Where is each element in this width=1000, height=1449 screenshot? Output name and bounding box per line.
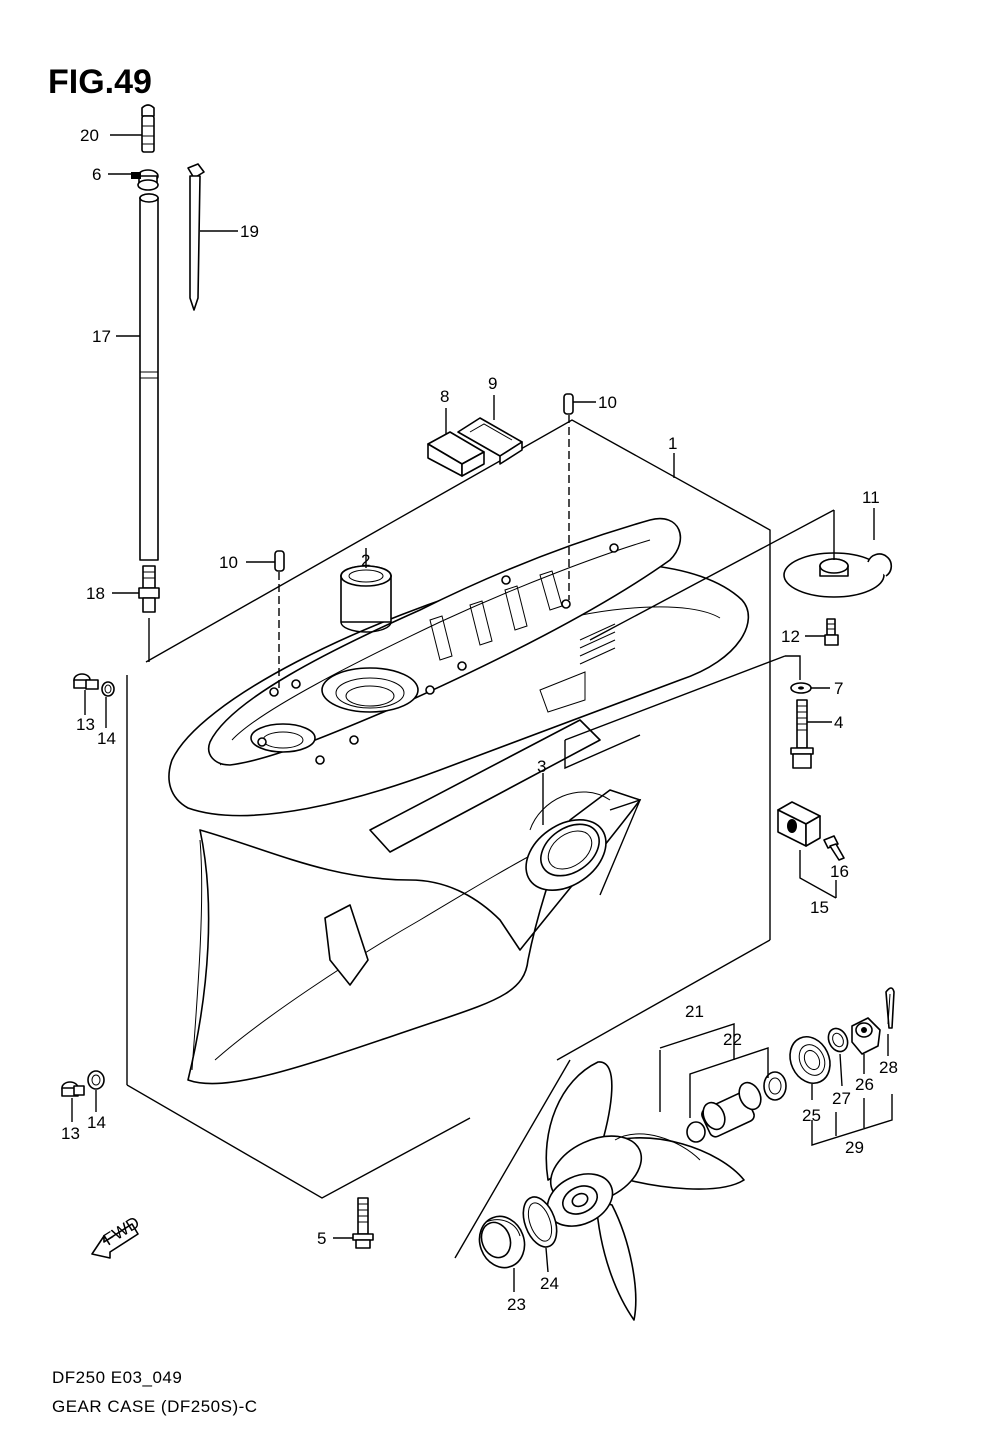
leader-24 — [545, 1247, 549, 1273]
callout-14-upper: 14 — [97, 729, 116, 748]
callout-29: 29 — [845, 1138, 864, 1157]
figure-title: FIG.49 — [48, 63, 152, 101]
forward-arrow-icon: FWD — [91, 1213, 143, 1259]
part-12-bolt — [824, 618, 839, 646]
callout-3: 3 — [537, 757, 546, 776]
part-17-water-tube — [139, 193, 159, 561]
part-3-seal — [525, 791, 611, 892]
callout-10-right: 10 — [598, 393, 617, 412]
part-1-gear-case — [168, 517, 750, 1085]
callout-7: 7 — [834, 679, 843, 698]
part-19-cable-tie — [187, 163, 205, 311]
part-16-screw — [823, 835, 845, 861]
callout-labels: 20 6 19 17 18 8 9 10 1 11 10 2 12 7 4 13… — [61, 126, 898, 1314]
part-23-thrust-washer — [478, 1215, 526, 1269]
callout-5: 5 — [317, 1229, 326, 1248]
callout-10-left: 10 — [219, 553, 238, 572]
callout-28: 28 — [879, 1058, 898, 1077]
callout-9: 9 — [488, 374, 497, 393]
callout-17: 17 — [92, 327, 111, 346]
callout-25: 25 — [802, 1106, 821, 1125]
part-9-plate — [457, 417, 523, 465]
part-13-plug-upper — [73, 673, 99, 690]
part-10-dowel-pin-right — [563, 393, 574, 415]
leader-7-up — [785, 655, 801, 680]
leader-prop-a — [454, 1059, 571, 1259]
part-4-bolt — [790, 699, 814, 769]
part-25-spline-washer — [789, 1036, 831, 1084]
part-5-bolt — [352, 1197, 374, 1249]
leader-11-diag — [589, 509, 835, 641]
leader-box-trim — [564, 734, 641, 770]
callout-1: 1 — [668, 434, 677, 453]
callout-6: 6 — [92, 165, 101, 184]
part-22-bushing — [686, 1071, 787, 1143]
leader-27 — [839, 1053, 843, 1087]
leader-22 — [689, 1047, 769, 1118]
propeller — [545, 1061, 745, 1321]
callout-12: 12 — [781, 627, 800, 646]
leader-29 — [811, 1094, 893, 1146]
callout-2: 2 — [361, 551, 370, 570]
callout-22: 22 — [723, 1030, 742, 1049]
part-27-washer — [827, 1027, 849, 1053]
assembly-outline — [126, 419, 771, 1199]
part-8-plate — [427, 431, 485, 477]
callout-13-lower: 13 — [61, 1124, 80, 1143]
part-14-gasket-upper — [101, 681, 115, 697]
part-20-nipple — [141, 104, 155, 153]
callout-11: 11 — [862, 488, 880, 507]
part-13-plug-lower — [61, 1081, 85, 1097]
part-14-gasket-lower — [87, 1070, 105, 1090]
part-10-dowel-pin-left — [274, 550, 285, 572]
leader-3-box — [599, 798, 642, 896]
part-6-clip — [131, 169, 159, 191]
callout-14-lower: 14 — [87, 1113, 106, 1132]
part-7-washer — [790, 682, 812, 694]
figure-caption: GEAR CASE (DF250S)-C — [52, 1397, 258, 1416]
callout-8: 8 — [440, 387, 449, 406]
part-28-cotter-pin — [885, 987, 895, 1029]
figure-code: DF250 E03_049 — [52, 1368, 182, 1387]
part-24-spacer — [522, 1196, 558, 1248]
callout-4: 4 — [834, 713, 843, 732]
leader-7-diag — [564, 655, 786, 741]
callout-27: 27 — [832, 1089, 851, 1108]
leader-15 — [799, 850, 837, 899]
leader-21 — [659, 1023, 735, 1049]
part-26-castle-nut — [851, 1017, 881, 1055]
callout-21: 21 — [685, 1002, 704, 1021]
part-11-anode — [783, 552, 893, 598]
callout-26: 26 — [855, 1075, 874, 1094]
callout-16: 16 — [830, 862, 849, 881]
callout-15: 15 — [810, 898, 829, 917]
callout-18: 18 — [86, 584, 105, 603]
callout-13-upper: 13 — [76, 715, 95, 734]
part-15-block — [777, 801, 821, 847]
callout-23: 23 — [507, 1295, 526, 1314]
callout-24: 24 — [540, 1274, 559, 1293]
callout-19: 19 — [240, 222, 259, 241]
part-18-fitting — [138, 565, 160, 613]
part-2-bearing — [340, 565, 392, 633]
callout-20: 20 — [80, 126, 99, 145]
